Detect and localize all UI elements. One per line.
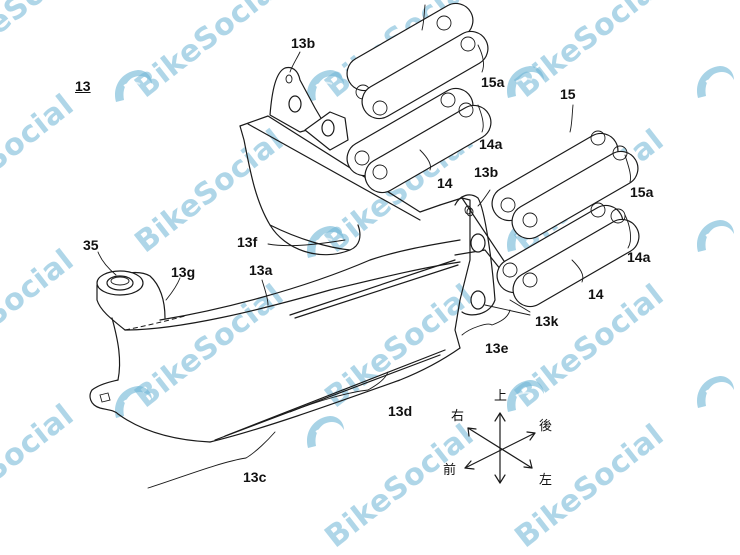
ref-label-13g: 13g <box>171 264 196 280</box>
ref-label-13e: 13e <box>485 340 509 356</box>
bracket-13b-upper <box>269 66 349 151</box>
arm-member-13 <box>89 115 521 443</box>
ref-label-13c: 13c <box>243 469 267 485</box>
ref-label-13a: 13a <box>249 262 273 278</box>
link-plates-right <box>491 130 640 308</box>
ref-label-35: 35 <box>83 237 99 253</box>
ref-label-14a: 14a <box>479 136 503 152</box>
ref-label-13b: 13b <box>474 164 499 180</box>
compass-label-rear: 後 <box>539 419 553 434</box>
ref-label-15: 15 <box>560 86 576 102</box>
direction-compass <box>464 412 536 484</box>
ref-label-14a: 14a <box>627 249 651 265</box>
compass-label-front: 前 <box>443 463 457 478</box>
compass-label-right: 右 <box>451 409 465 424</box>
ref-label-15a: 15a <box>481 74 505 90</box>
leader-lines <box>97 4 632 489</box>
ref-label-15a: 15a <box>630 184 654 200</box>
ref-label-13k: 13k <box>535 313 559 329</box>
technical-drawing <box>89 2 640 489</box>
link-plates-upper <box>346 2 492 194</box>
compass-label-left: 左 <box>539 473 553 488</box>
figure-number-label: 13 <box>75 78 91 94</box>
compass-label-up: 上 <box>494 389 508 404</box>
ref-label-14: 14 <box>437 175 453 191</box>
bracket-13b-mid <box>464 205 472 215</box>
ref-label-13b: 13b <box>291 35 316 51</box>
ref-label-13f: 13f <box>237 234 258 250</box>
ref-label-13d: 13d <box>388 403 413 419</box>
ref-label-14: 14 <box>588 286 604 302</box>
